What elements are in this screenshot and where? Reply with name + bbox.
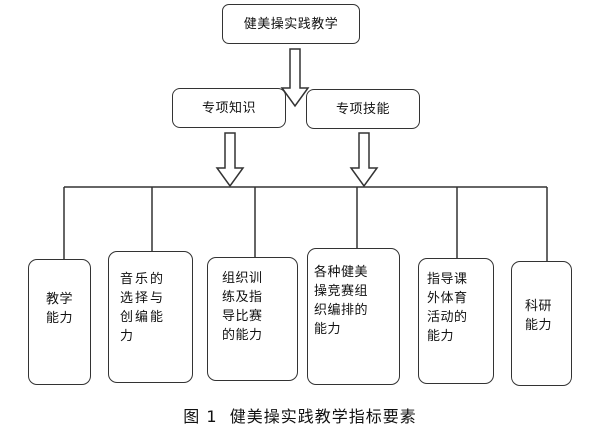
leaf-label: 科研 能力 xyxy=(525,299,553,333)
arrow-root-to-level2 xyxy=(280,48,310,108)
figure-caption: 图 1 健美操实践教学指标要素 xyxy=(0,403,600,427)
leaf-research-ability: 科研 能力 xyxy=(511,261,572,386)
node-skill-label: 专项技能 xyxy=(335,101,390,117)
leaf-teaching-ability: 教学 能力 xyxy=(28,259,91,385)
leaf-label: 组织训 练及指 导比赛 的能力 xyxy=(222,271,263,343)
leaf-label: 音乐的 选择与 创编能 力 xyxy=(120,272,166,344)
figure-number: 图 1 xyxy=(183,407,218,426)
node-professional-knowledge: 专项知识 xyxy=(172,88,286,128)
node-root-label: 健美操实践教学 xyxy=(243,16,339,32)
node-knowledge-label: 专项知识 xyxy=(201,100,256,116)
leaf-extracurricular-guidance: 指导课 外体育 活动的 能力 xyxy=(418,258,494,384)
leaf-label: 各种健美 操竞赛组 织编排的 能力 xyxy=(314,265,369,337)
node-professional-skill: 专项技能 xyxy=(306,89,420,129)
leaf-music-choreography: 音乐的 选择与 创编能 力 xyxy=(108,251,193,383)
leaf-label: 教学 能力 xyxy=(46,292,74,326)
arrow-knowledge-down xyxy=(215,132,245,188)
leaf-competition-organization: 各种健美 操竞赛组 织编排的 能力 xyxy=(307,248,400,385)
figure-title: 健美操实践教学指标要素 xyxy=(229,407,417,426)
leaf-training-competition: 组织训 练及指 导比赛 的能力 xyxy=(207,257,298,381)
node-root: 健美操实践教学 xyxy=(222,4,360,44)
leaf-label: 指导课 外体育 活动的 能力 xyxy=(427,272,468,344)
arrow-skill-down xyxy=(349,132,379,188)
